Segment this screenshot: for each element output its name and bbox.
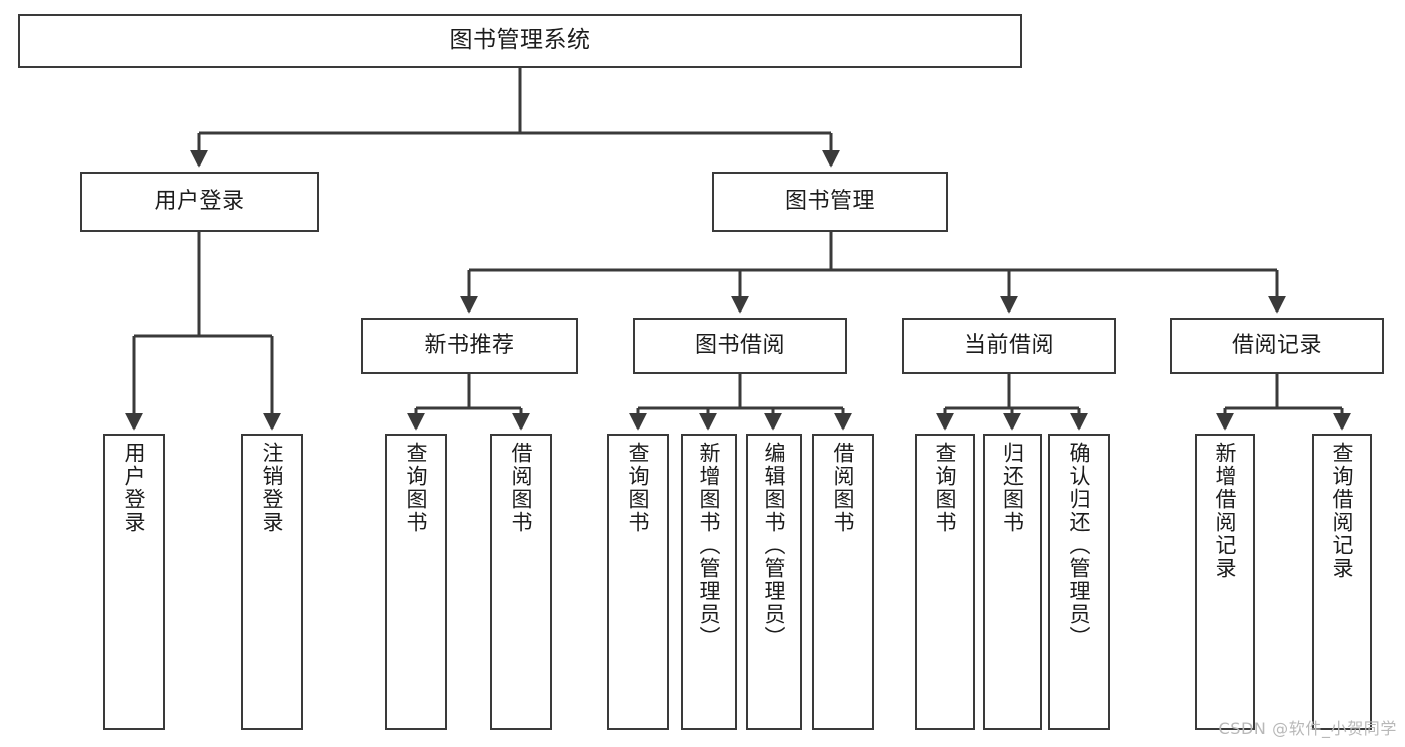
node-leaf-add-book-label: 新增图书（管理员） [697, 442, 722, 649]
node-leaf-query-book-1[interactable]: 查询图书 [385, 434, 447, 730]
node-leaf-query-record[interactable]: 查询借阅记录 [1312, 434, 1372, 730]
node-leaf-user-logout-label: 注销登录 [260, 442, 285, 534]
node-borrow-record[interactable]: 借阅记录 [1170, 318, 1384, 374]
node-leaf-borrow-book-1[interactable]: 借阅图书 [490, 434, 552, 730]
csdn-watermark: CSDN @软件_小贺同学 [1218, 719, 1397, 738]
node-root-system[interactable]: 图书管理系统 [18, 14, 1022, 68]
node-current-borrow[interactable]: 当前借阅 [902, 318, 1116, 374]
node-root-system-label: 图书管理系统 [449, 27, 591, 54]
node-leaf-confirm-return-label: 确认归还（管理员） [1067, 442, 1092, 649]
node-leaf-borrow-book-2[interactable]: 借阅图书 [812, 434, 874, 730]
node-leaf-add-book[interactable]: 新增图书（管理员） [681, 434, 737, 730]
node-leaf-edit-book[interactable]: 编辑图书（管理员） [746, 434, 802, 730]
node-book-borrow-label: 图书借阅 [694, 333, 785, 359]
node-leaf-query-book-1-label: 查询图书 [404, 442, 429, 534]
node-leaf-edit-book-label: 编辑图书（管理员） [762, 442, 787, 649]
node-leaf-borrow-book-2-label: 借阅图书 [831, 442, 856, 534]
node-leaf-query-book-3[interactable]: 查询图书 [915, 434, 975, 730]
node-leaf-add-record-label: 新增借阅记录 [1213, 442, 1238, 580]
node-leaf-query-book-2[interactable]: 查询图书 [607, 434, 669, 730]
node-user-login-label: 用户登录 [154, 189, 245, 215]
node-current-borrow-label: 当前借阅 [963, 333, 1054, 359]
node-leaf-query-record-label: 查询借阅记录 [1330, 442, 1355, 580]
node-leaf-query-book-3-label: 查询图书 [933, 442, 958, 534]
node-leaf-add-record[interactable]: 新增借阅记录 [1195, 434, 1255, 730]
node-user-login[interactable]: 用户登录 [80, 172, 319, 232]
node-book-borrow[interactable]: 图书借阅 [633, 318, 847, 374]
node-leaf-query-book-2-label: 查询图书 [626, 442, 651, 534]
node-new-book-recommend[interactable]: 新书推荐 [361, 318, 578, 374]
node-book-management[interactable]: 图书管理 [712, 172, 948, 232]
node-leaf-user-login[interactable]: 用户登录 [103, 434, 165, 730]
node-leaf-confirm-return[interactable]: 确认归还（管理员） [1048, 434, 1110, 730]
node-leaf-return-book-label: 归还图书 [1000, 442, 1025, 534]
node-new-book-recommend-label: 新书推荐 [424, 333, 515, 359]
node-leaf-user-logout[interactable]: 注销登录 [241, 434, 303, 730]
node-leaf-return-book[interactable]: 归还图书 [983, 434, 1042, 730]
node-leaf-user-login-label: 用户登录 [122, 442, 147, 534]
node-book-management-label: 图书管理 [784, 189, 875, 215]
node-leaf-borrow-book-1-label: 借阅图书 [509, 442, 534, 534]
node-borrow-record-label: 借阅记录 [1231, 333, 1322, 359]
